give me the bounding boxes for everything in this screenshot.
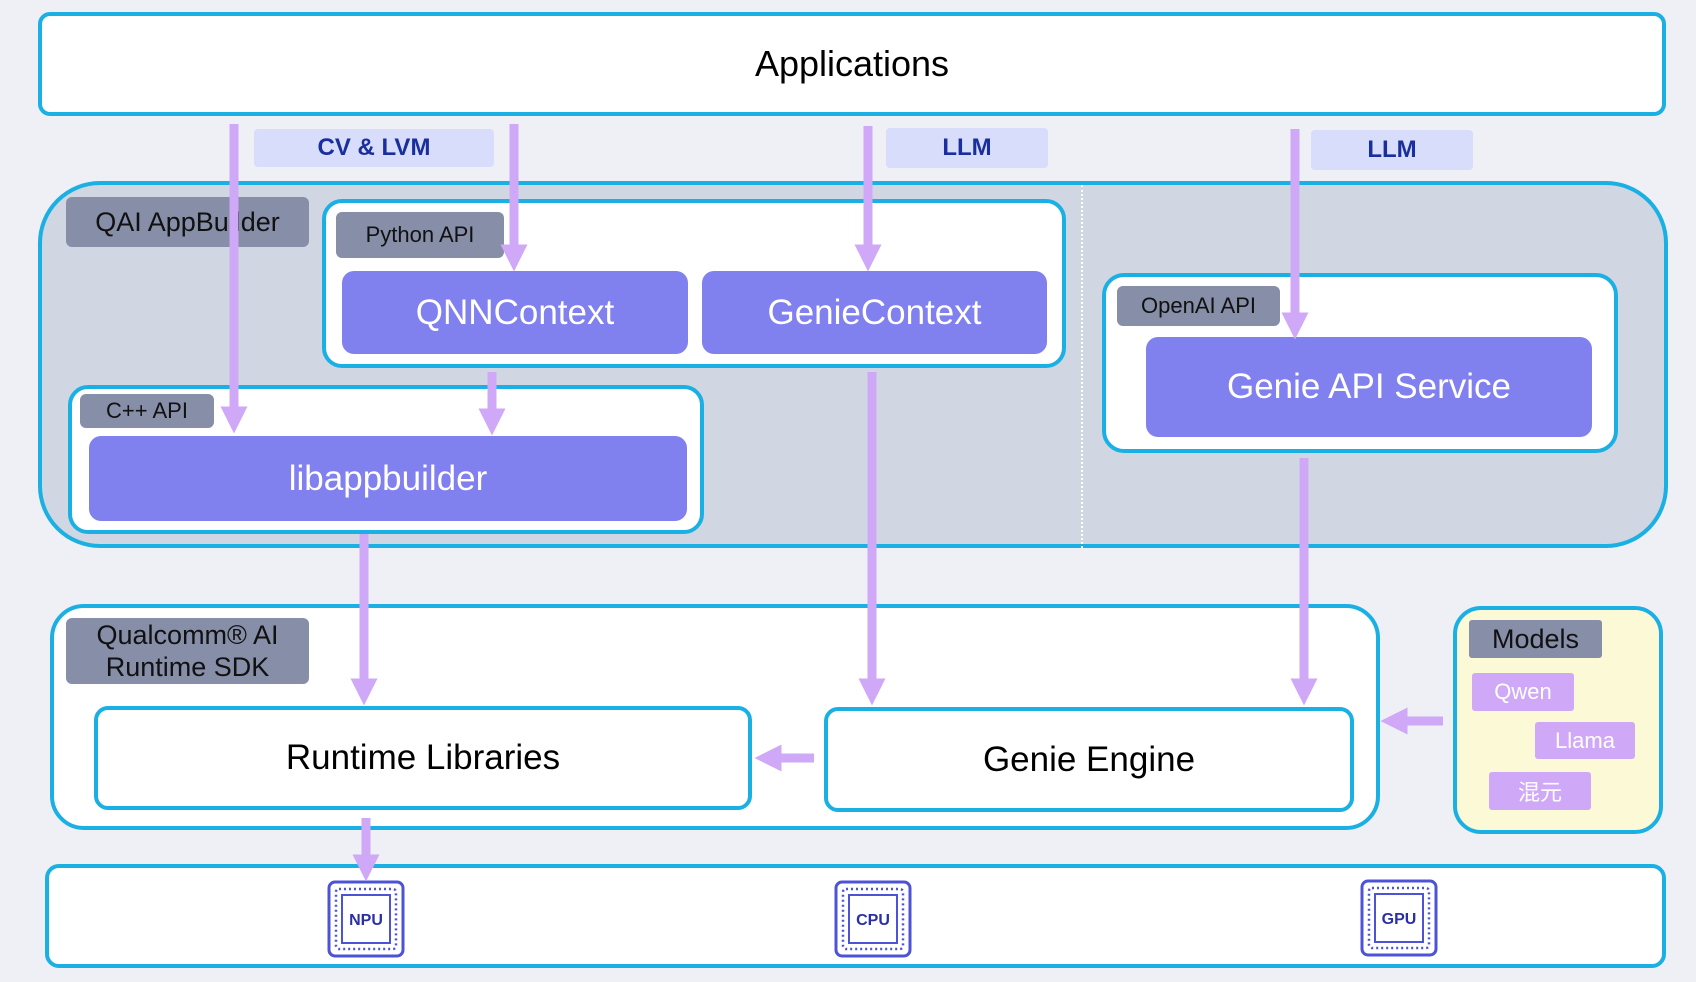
genie-api-service-label: Genie API Service — [1226, 367, 1512, 406]
runtime-libraries-box: Runtime Libraries — [94, 706, 752, 810]
npu-chip-icon: NPU — [327, 880, 405, 958]
genie-engine-label: Genie Engine — [982, 739, 1196, 779]
model-hunyuan: 混元 — [1489, 772, 1591, 810]
flow-label-llm-openai: LLM — [1311, 130, 1473, 170]
qnn-context-label: QNNContext — [415, 292, 615, 332]
appbuilder-divider — [1081, 185, 1083, 548]
libappbuilder-block: libappbuilder — [89, 436, 687, 521]
python-api-tag: Python API — [336, 212, 504, 258]
cpp-api-tag: C++ API — [80, 394, 214, 428]
appbuilder-tag: QAI AppBuilder — [66, 197, 309, 247]
openai-api-tag: OpenAI API — [1117, 286, 1280, 326]
models-tag: Models — [1469, 620, 1602, 658]
flow-label-llm-genie: LLM — [886, 128, 1048, 168]
genie-context-label: GenieContext — [767, 292, 982, 332]
runtime-libraries-label: Runtime Libraries — [285, 738, 561, 777]
model-qwen: Qwen — [1472, 673, 1574, 711]
runtime-sdk-tag: Qualcomm® AI Runtime SDK — [66, 618, 309, 684]
applications-label: Applications — [754, 43, 950, 84]
cpu-chip-icon: CPU — [834, 880, 912, 958]
genie-context-block: GenieContext — [702, 271, 1047, 354]
runtime-sdk-tag-line2: Runtime SDK — [105, 652, 270, 682]
runtime-sdk-tag-line1: Qualcomm® AI — [96, 620, 279, 650]
model-llama: Llama — [1535, 722, 1635, 759]
qnn-context-block: QNNContext — [342, 271, 688, 354]
genie-api-service-block: Genie API Service — [1146, 337, 1592, 437]
gpu-label: GPU — [1382, 911, 1417, 928]
flow-label-cv-lvm: CV & LVM — [254, 129, 494, 167]
cpu-label: CPU — [856, 912, 890, 929]
gpu-chip-icon: GPU — [1360, 879, 1438, 957]
libappbuilder-label: libappbuilder — [288, 458, 488, 498]
npu-label: NPU — [349, 912, 383, 929]
genie-engine-box: Genie Engine — [824, 707, 1354, 812]
applications-box: Applications — [38, 12, 1666, 116]
